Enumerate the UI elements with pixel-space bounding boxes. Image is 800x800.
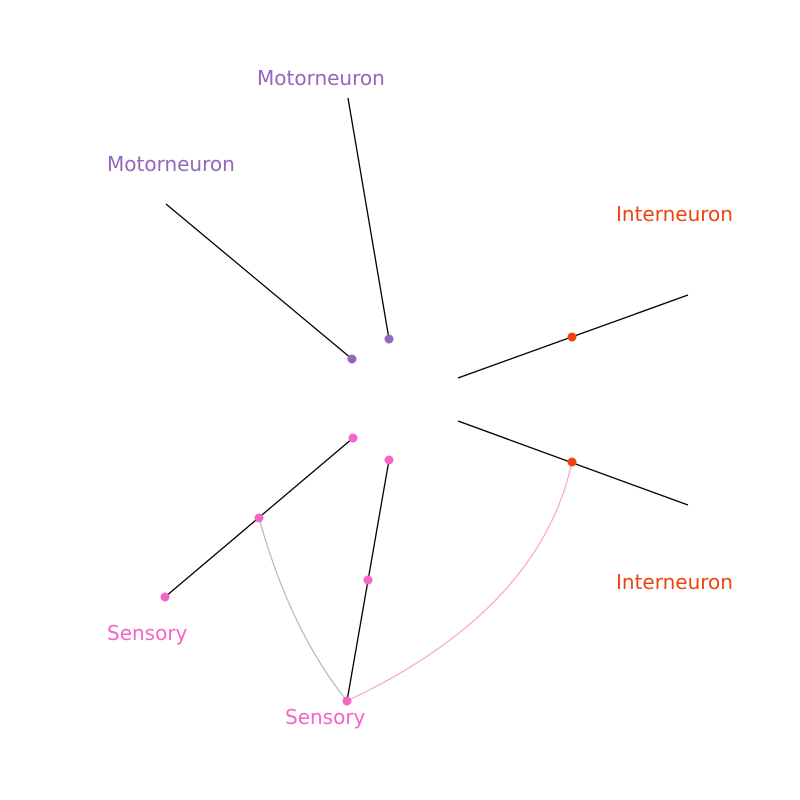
node-motorneuron-top[interactable] <box>384 334 394 344</box>
node-interneuron-lower[interactable] <box>567 457 577 467</box>
node-sensory-inner-bottom[interactable] <box>384 455 394 465</box>
label-interneuron-upper: Interneuron <box>616 202 733 226</box>
label-sensory-left: Sensory <box>107 621 188 645</box>
node-sensory-inner-left[interactable] <box>348 433 358 443</box>
node-sensory-mid-left[interactable] <box>254 513 264 523</box>
label-interneuron-lower: Interneuron <box>616 570 733 594</box>
node-sensory-end-bottom[interactable] <box>342 696 352 706</box>
node-sensory-end-left[interactable] <box>160 592 170 602</box>
label-motorneuron-left: Motorneuron <box>107 152 235 176</box>
axis-motorneuron-top <box>347 97 390 340</box>
label-motorneuron-top: Motorneuron <box>257 66 385 90</box>
label-sensory-bottom: Sensory <box>285 705 366 729</box>
link-sensory-to-interneuron <box>346 461 573 702</box>
link-sensory-to-sensory <box>258 517 348 702</box>
node-motorneuron-left[interactable] <box>347 354 357 364</box>
node-interneuron-upper[interactable] <box>567 332 577 342</box>
axis-motorneuron-left <box>165 203 353 360</box>
node-sensory-mid-bottom[interactable] <box>363 575 373 585</box>
